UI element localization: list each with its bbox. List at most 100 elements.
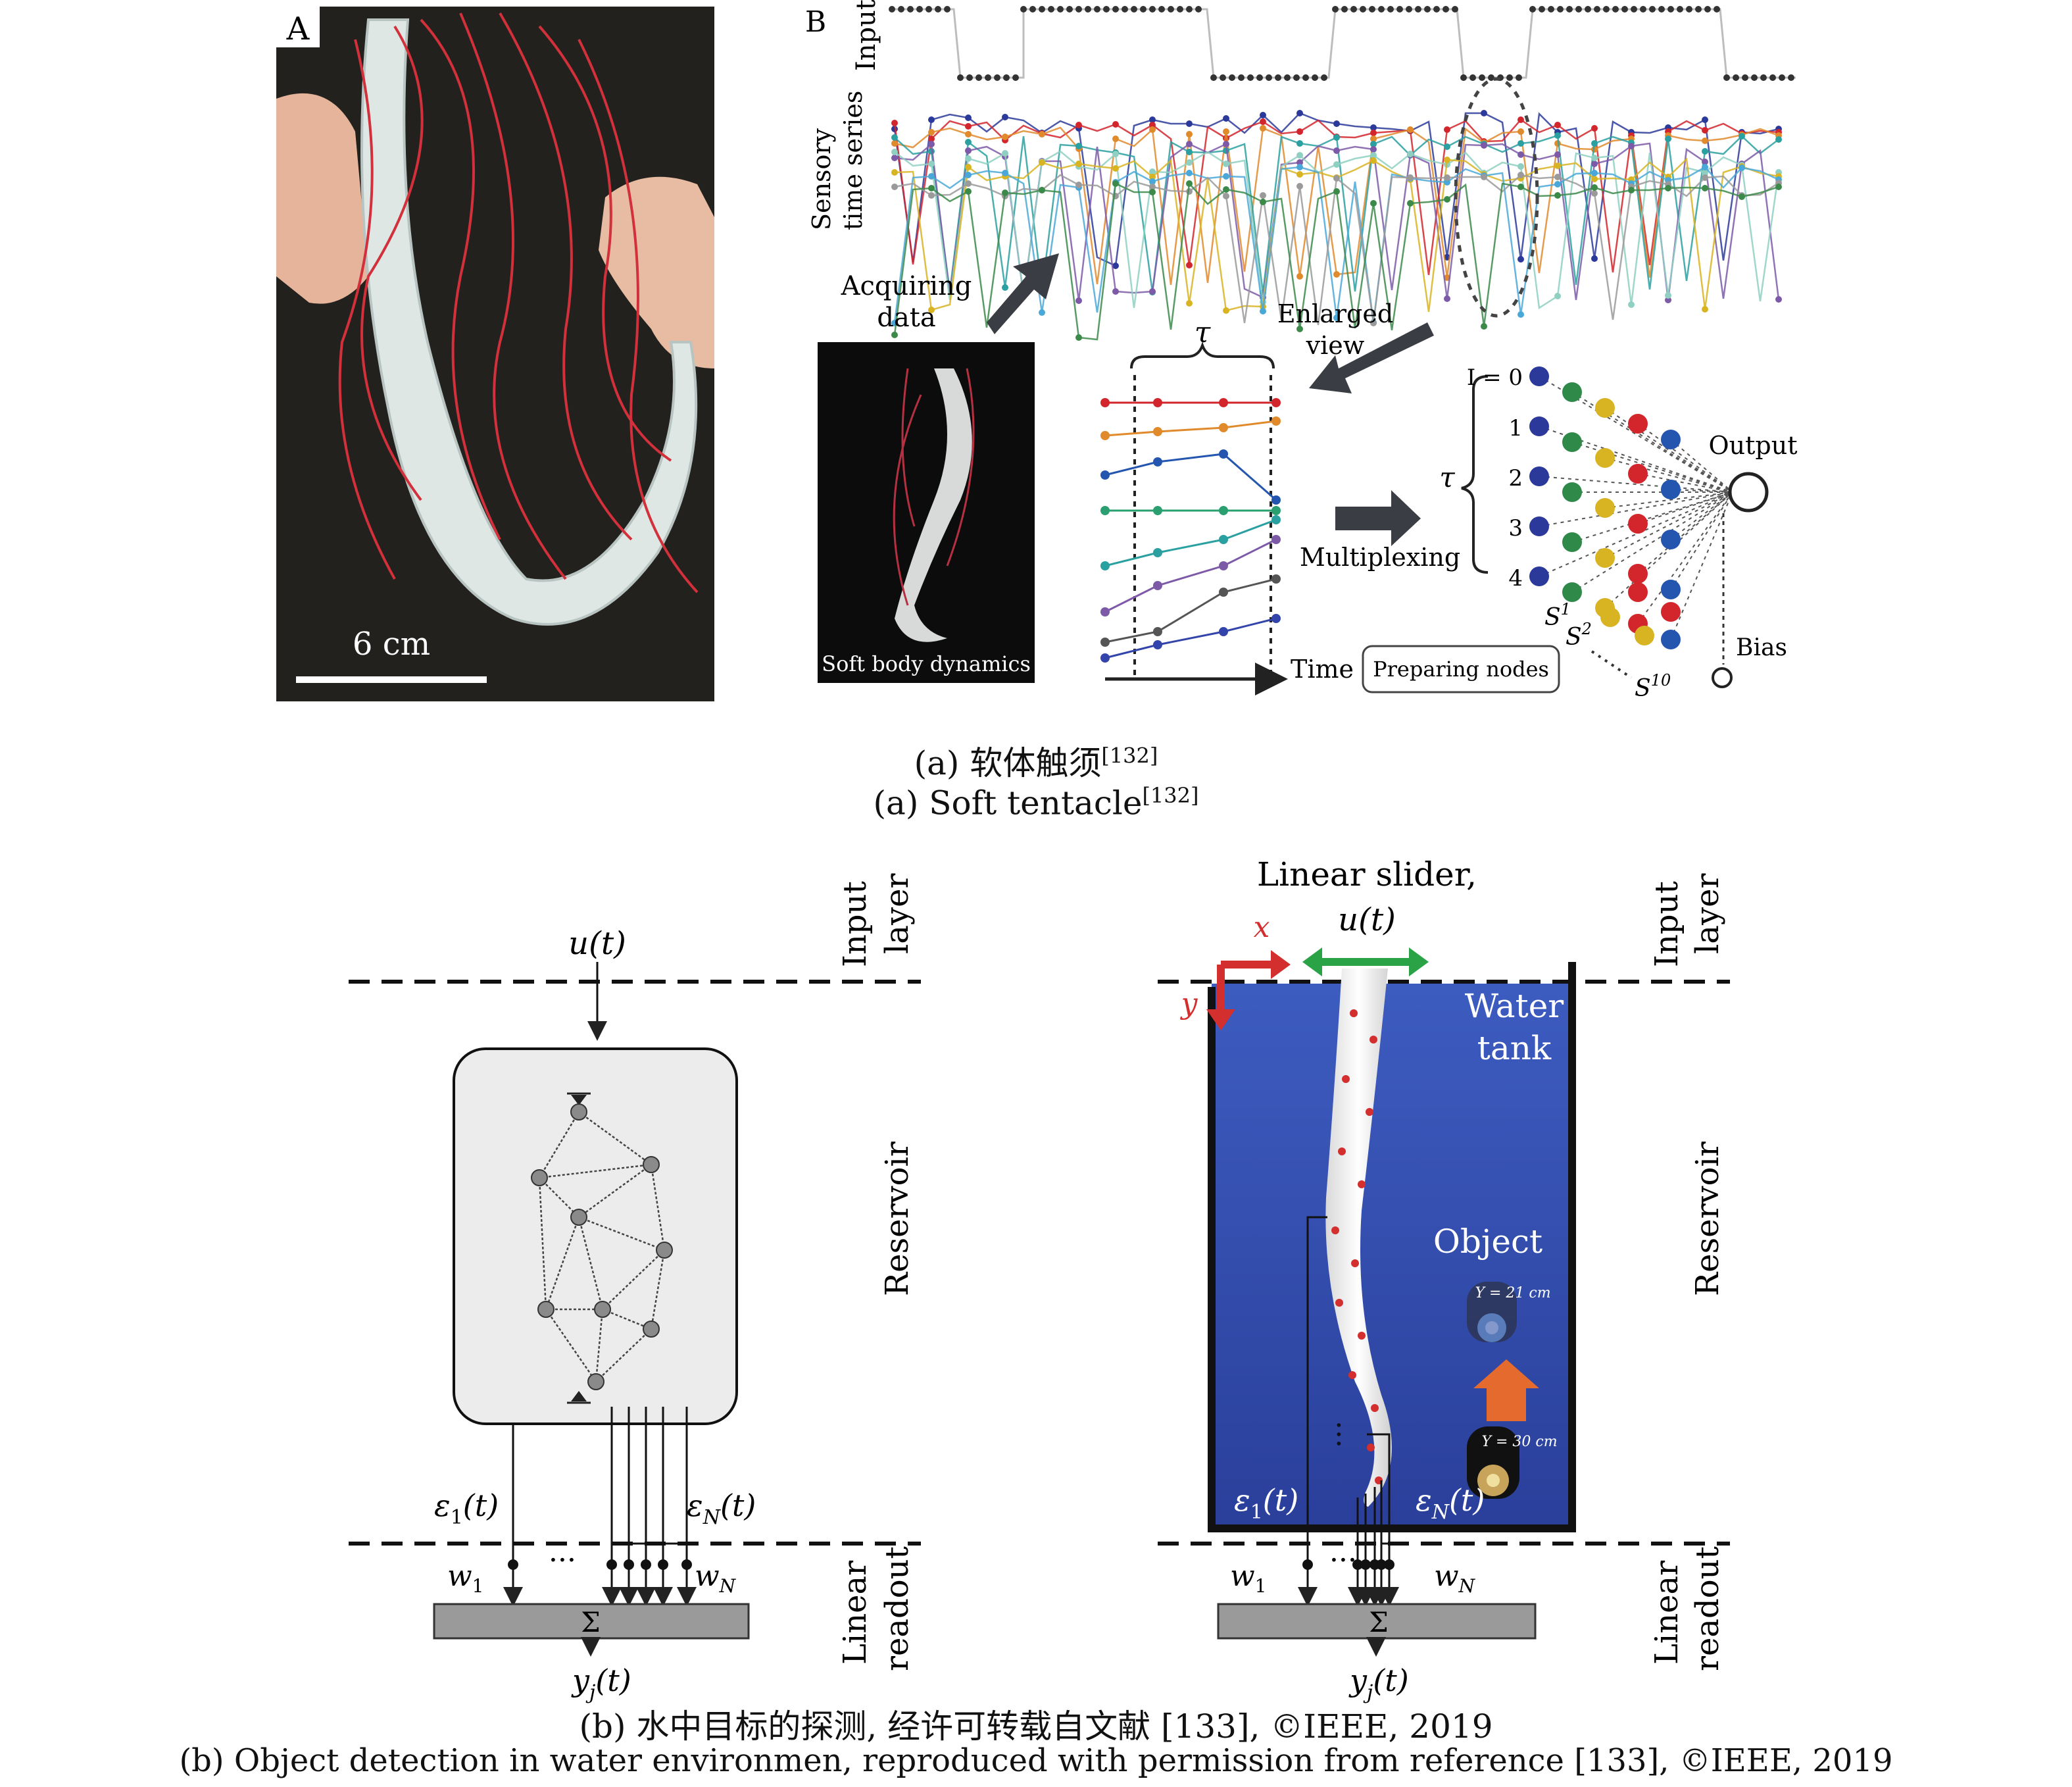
object-solid <box>1467 1426 1519 1499</box>
s10-label: S10 <box>1635 671 1671 702</box>
tau-left: τ <box>1439 461 1455 493</box>
schematic-left: u(t) ε1(t) εN(t) w1 wN ··· Σ yj(t) Input… <box>349 874 921 1704</box>
acquire-arrow <box>987 253 1059 334</box>
tau-brace <box>1130 341 1275 369</box>
preparing-nodes-label: Preparing nodes <box>1373 657 1549 682</box>
sigma-right: Σ <box>1369 1606 1389 1638</box>
readout-left-1: Linear <box>837 1561 874 1665</box>
acquiring-label-1: Acquiring <box>841 271 972 301</box>
row-label-1: 1 <box>1508 415 1523 441</box>
input-layer-left-1: Input <box>837 881 874 967</box>
object-faded <box>1467 1282 1517 1342</box>
sensory-label-2: time series <box>839 91 868 230</box>
input-axis-label: Input <box>851 0 881 71</box>
eps1-right: ε1(t) <box>1234 1482 1298 1524</box>
y-axis-label: y <box>1180 987 1198 1020</box>
row-label-4: 4 <box>1508 565 1523 591</box>
w1-right: w1 <box>1230 1559 1267 1597</box>
sum-bar-left <box>433 1603 750 1640</box>
tau-brace-left <box>1461 375 1489 574</box>
input-signal <box>889 6 1796 81</box>
enlarged-label-1: Enlarged <box>1277 299 1393 328</box>
multiplex-arrow <box>1335 490 1421 546</box>
sigma-left: Σ <box>581 1606 601 1638</box>
reservoir-right: Reservoir <box>1689 1142 1726 1296</box>
caption-b-zh: (b) 水中目标的探测, 经许可转载自文献 [133], ©IEEE, 2019 <box>579 1707 1493 1746</box>
input-layer-left-2: layer <box>879 874 916 954</box>
tau-top: τ <box>1195 316 1211 349</box>
output-label: Output <box>1709 431 1798 460</box>
bias-label: Bias <box>1736 634 1787 661</box>
highlight-ellipse <box>1454 77 1539 318</box>
readout-right-2: readout <box>1689 1546 1726 1671</box>
s1-label: S1 <box>1544 600 1571 631</box>
sensor-wires <box>338 12 699 593</box>
object-arrow <box>1473 1359 1539 1421</box>
left-hand <box>276 93 368 304</box>
caption-a-zh: (a) 软体触须[132] <box>914 743 1158 782</box>
x-axis-label: x <box>1254 911 1270 944</box>
water-label-2: tank <box>1477 1029 1552 1067</box>
wN-left: wN <box>695 1559 737 1597</box>
coordinate-axes <box>1206 950 1291 1030</box>
reservoir-left: Reservoir <box>879 1142 916 1296</box>
w1-left: w1 <box>447 1559 484 1597</box>
soft-body-photo: Soft body dynamics <box>818 342 1035 683</box>
output-node <box>1728 472 1769 513</box>
bias-node <box>1712 667 1733 688</box>
right-hand <box>599 176 714 368</box>
tentacle-in-tank <box>1325 969 1392 1507</box>
row-label-2: 2 <box>1508 465 1523 491</box>
multiplexing-label: Multiplexing <box>1300 543 1460 572</box>
acquiring-label-2: data <box>877 303 935 333</box>
reservoir-box <box>453 1047 738 1425</box>
tank-walls <box>1208 962 1576 1532</box>
u-t-left: u(t) <box>568 925 626 962</box>
enlarged-label-2: view <box>1306 331 1365 360</box>
row-label-3: 3 <box>1508 515 1523 541</box>
scale-label: 6 cm <box>353 626 430 663</box>
wN-right: wN <box>1434 1559 1476 1597</box>
object-label: Object <box>1433 1222 1542 1261</box>
input-layer-right-1: Input <box>1648 881 1685 967</box>
linear-slider-label: Linear slider, <box>1257 855 1477 894</box>
readout-left-2: readout <box>879 1546 916 1671</box>
photo-caption: Soft body dynamics <box>822 651 1031 676</box>
s2-label: S2 <box>1566 620 1592 651</box>
preparing-nodes-box <box>1362 645 1560 693</box>
yj-right: yj(t) <box>1348 1663 1409 1704</box>
spring-network <box>531 1092 673 1404</box>
eps1-left: ε1(t) <box>434 1488 499 1529</box>
dots-right: ··· <box>1329 1544 1357 1577</box>
y30-label: Y = 30 cm <box>1481 1434 1557 1450</box>
sum-bar-right <box>1217 1603 1537 1640</box>
caption-b-en: (b) Object detection in water environmen… <box>179 1742 1893 1779</box>
dots-left: ··· <box>549 1544 576 1577</box>
row-label-0: I = 0 <box>1467 365 1523 391</box>
readout-right-1: Linear <box>1648 1561 1685 1665</box>
caption-a-en: (a) Soft tentacle[132] <box>873 783 1199 822</box>
node-network: τ I = 0 1 2 3 4 Output Bias S1 S2 S10 <box>1439 365 1797 702</box>
water-label-1: Water <box>1465 987 1564 1025</box>
tentacle-shape <box>360 18 698 626</box>
input-layer-right-2: layer <box>1689 874 1726 954</box>
label-box-a <box>276 7 320 47</box>
time-label: Time <box>1291 655 1354 684</box>
panel-label-a: A <box>286 11 310 47</box>
scale-bar <box>296 676 487 683</box>
y21-label: Y = 21 cm <box>1475 1285 1550 1301</box>
panel-label-b: B <box>805 5 826 39</box>
sensory-time-series <box>891 110 1782 341</box>
tentacle-photo: A 6 cm <box>276 7 714 701</box>
slider-arrow <box>1302 947 1429 976</box>
epsN-right: εN(t) <box>1416 1482 1485 1524</box>
schematic-right: Linear slider, u(t) x y Water tank Objec… <box>1158 855 1730 1704</box>
dots-vertical: ··· <box>1321 1421 1355 1448</box>
u-t-right: u(t) <box>1338 901 1396 938</box>
yj-left: yj(t) <box>571 1663 631 1704</box>
sensory-label-1: Sensory <box>807 128 836 230</box>
enlarge-arrow <box>1309 322 1434 393</box>
enlarged-plot: τ Time <box>1100 316 1354 695</box>
epsN-left: εN(t) <box>687 1488 756 1529</box>
